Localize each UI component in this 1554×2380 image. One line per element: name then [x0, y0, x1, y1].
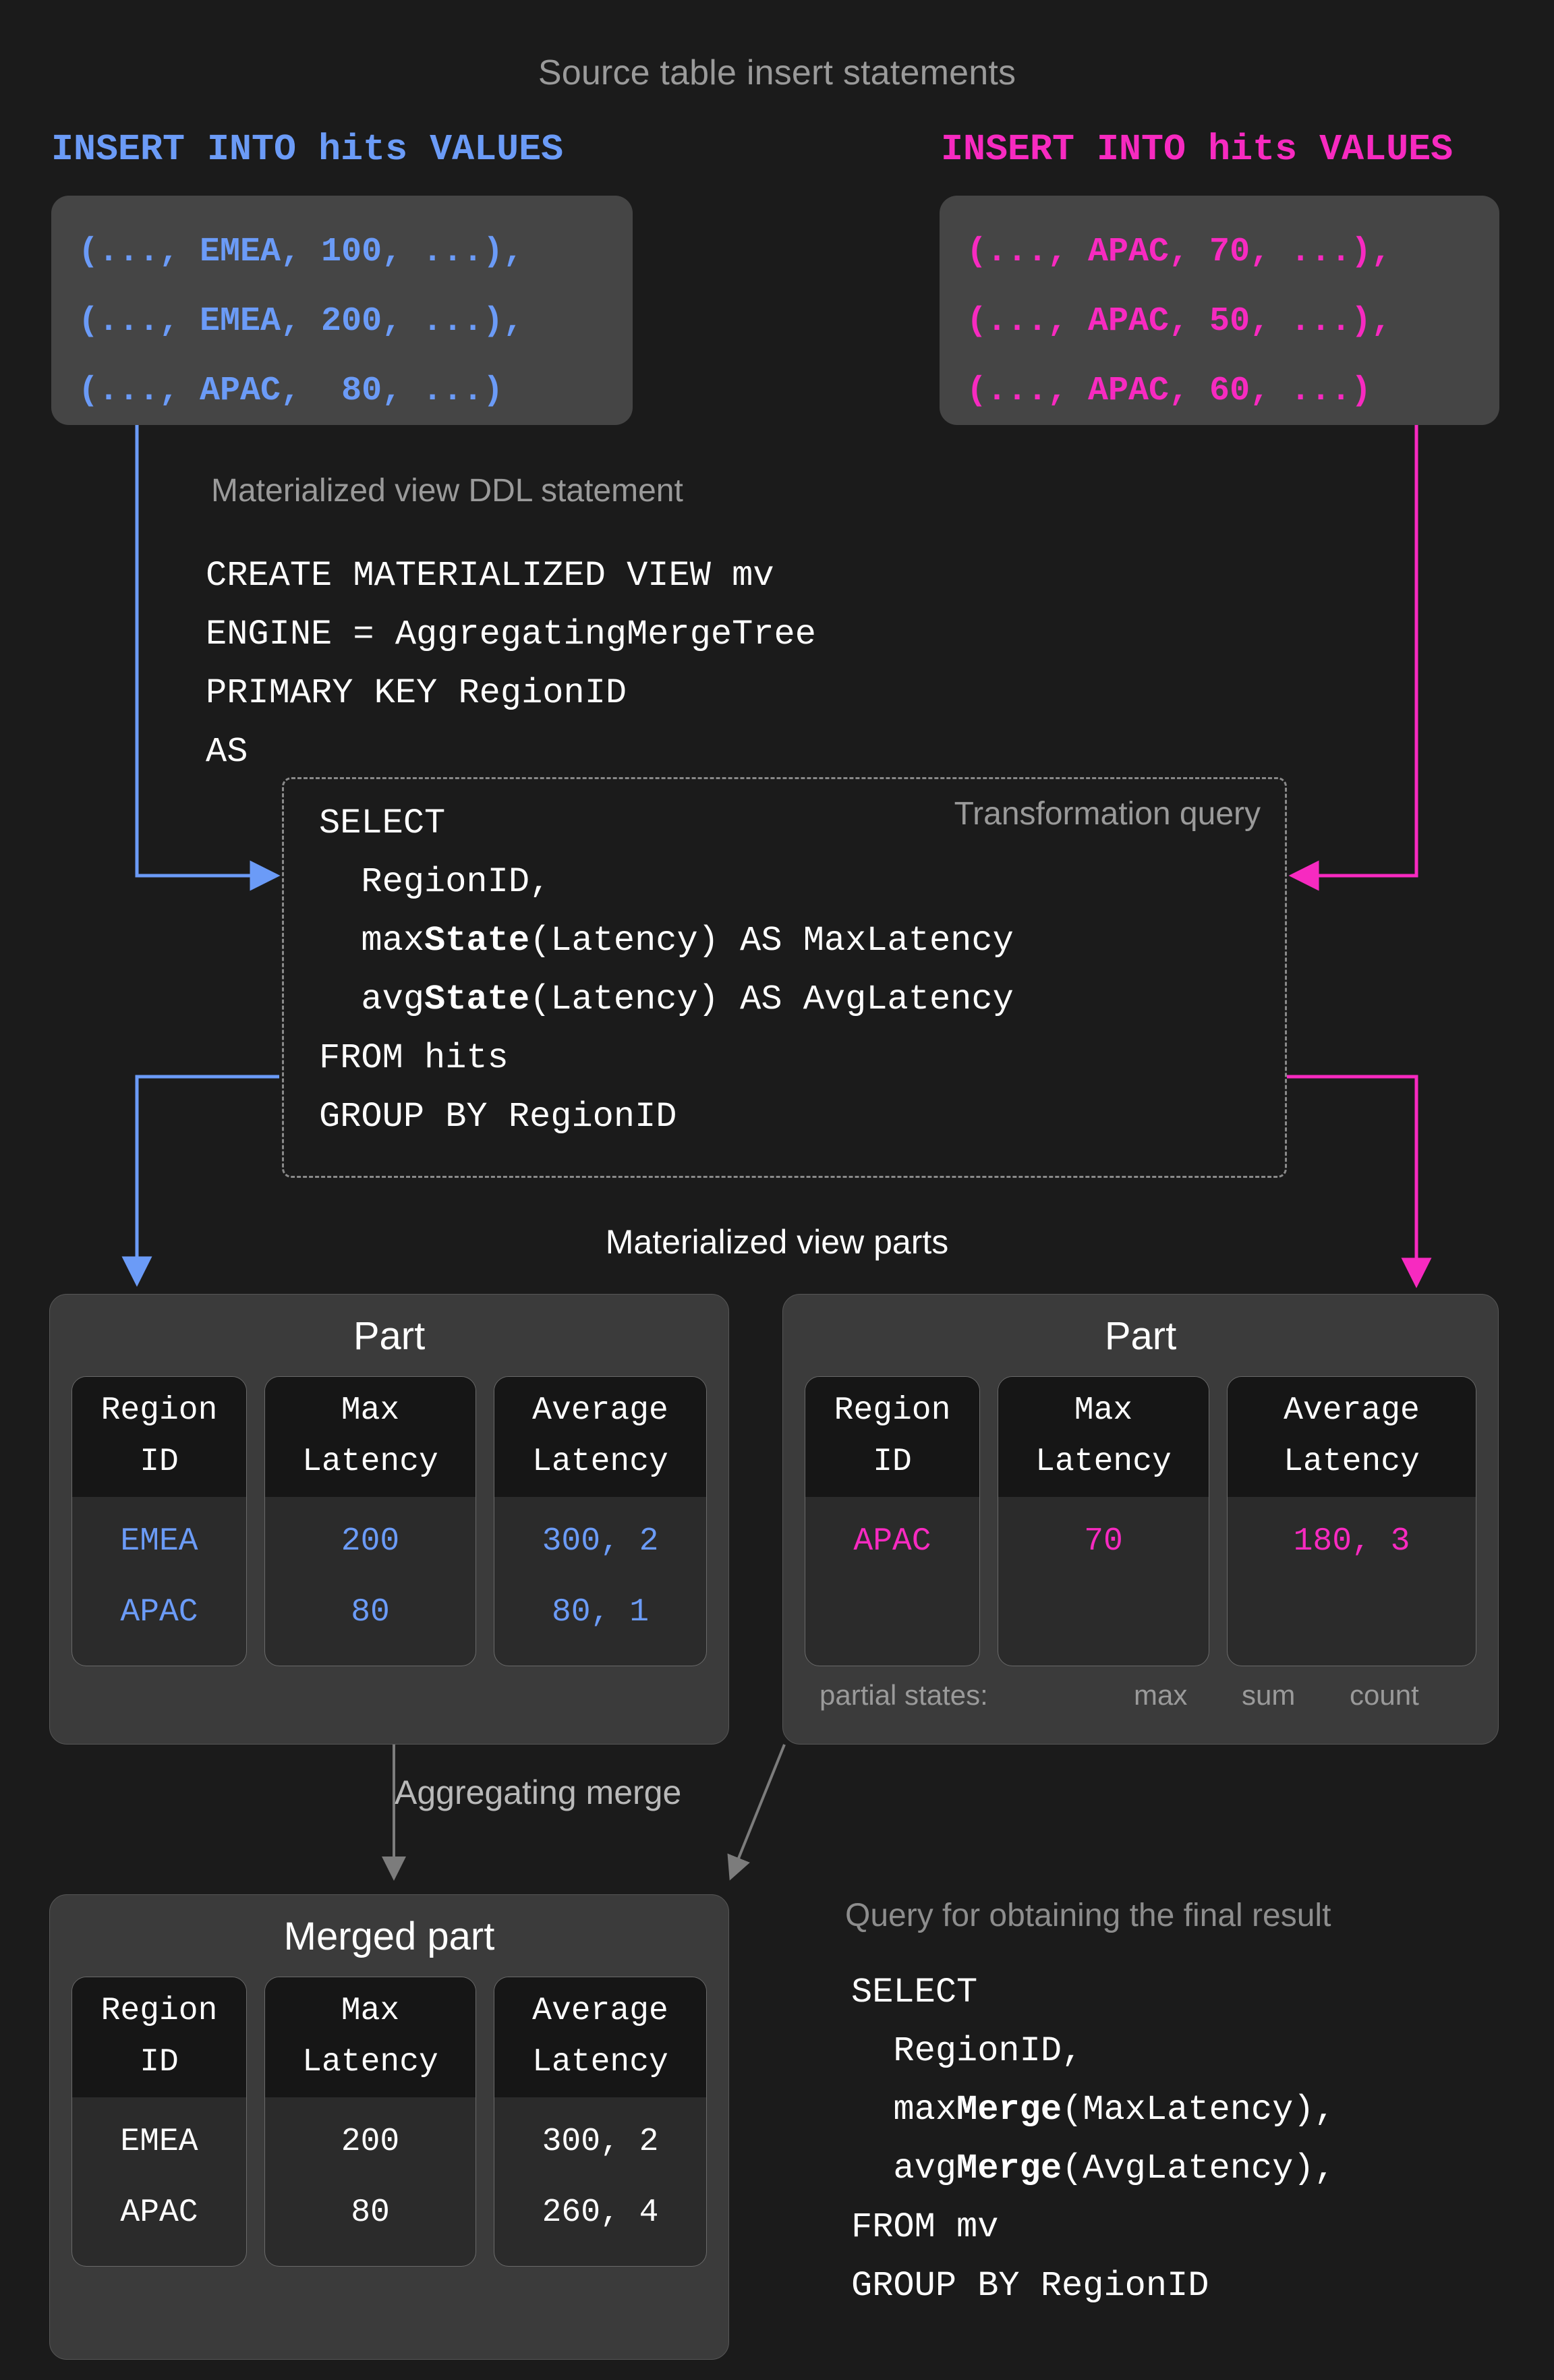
cell: EMEA — [120, 1523, 198, 1560]
mv-ddl-code: CREATE MATERIALIZED VIEW mv ENGINE = Agg… — [206, 546, 816, 781]
mv-ddl-label: Materialized view DDL statement — [211, 473, 683, 509]
cell: 260, 4 — [542, 2194, 659, 2231]
insert-row: (..., APAC, 70, ...), — [967, 233, 1392, 271]
part-title: Part — [353, 1314, 426, 1358]
aggregating-merge-label: Aggregating merge — [395, 1774, 682, 1811]
insert-box-left: (..., EMEA, 100, ...), (..., EMEA, 200, … — [51, 196, 633, 425]
cell: 70 — [1084, 1523, 1123, 1560]
cell: APAC — [120, 2194, 198, 2231]
wire-merge-from-right-part — [727, 1744, 786, 1881]
ddl-line: CREATE MATERIALIZED VIEW mv — [206, 556, 774, 596]
column-body: 300, 2 80, 1 — [494, 1497, 706, 1666]
mv-parts-label: Materialized view parts — [605, 1223, 949, 1261]
cell: 80 — [351, 1594, 390, 1631]
transformation-query-code: SELECT RegionID, maxState(Latency) AS Ma… — [319, 794, 1014, 1146]
insert-row: (..., EMEA, 100, ...), — [78, 233, 524, 271]
cell: 80, 1 — [551, 1594, 650, 1631]
column-body: APAC — [805, 1497, 979, 1666]
cell: 80 — [351, 2194, 390, 2231]
ddl-line: PRIMARY KEY RegionID — [206, 673, 627, 713]
partial-state-max: max — [1134, 1679, 1188, 1711]
insert-row: (..., EMEA, 200, ...), — [78, 302, 524, 341]
column-body: 200 80 — [265, 1497, 476, 1666]
query-line: SELECT — [319, 803, 446, 843]
cell: EMEA — [120, 2124, 198, 2160]
query-line: maxState(Latency) AS MaxLatency — [319, 921, 1014, 961]
final-query-label: Query for obtaining the final result — [845, 1898, 1331, 1933]
final-query-line: SELECT — [851, 1973, 978, 2012]
ddl-line: ENGINE = AggregatingMergeTree — [206, 615, 816, 654]
partial-states-row: partial states: max sum count — [810, 1671, 1485, 1725]
cell: 300, 2 — [542, 2124, 659, 2160]
cell: 300, 2 — [542, 1523, 659, 1560]
query-line: RegionID, — [319, 862, 551, 902]
final-query-line: GROUP BY RegionID — [851, 2266, 1209, 2306]
partial-states-label: partial states: — [819, 1679, 988, 1711]
partial-state-count: count — [1350, 1679, 1419, 1711]
column-body: 180, 3 — [1228, 1497, 1476, 1666]
query-line: FROM hits — [319, 1038, 509, 1078]
insert-header-left: INSERT INTO hits VALUES — [51, 128, 564, 171]
insert-row: (..., APAC, 50, ...), — [967, 302, 1392, 341]
query-line: avgState(Latency) AS AvgLatency — [319, 980, 1014, 1019]
final-query-line: FROM mv — [851, 2207, 999, 2247]
final-query-code: SELECT RegionID, maxMerge(MaxLatency), a… — [851, 1963, 1335, 2315]
cell: APAC — [853, 1523, 931, 1560]
column-body: 300, 2 260, 4 — [494, 2097, 706, 2266]
cell: APAC — [120, 1594, 198, 1631]
partial-state-sum: sum — [1242, 1679, 1296, 1711]
cell: 180, 3 — [1293, 1523, 1410, 1560]
transformation-query-label: Transformation query — [954, 796, 1261, 832]
column-body: EMEA APAC — [72, 1497, 246, 1666]
source-inserts-heading: Source table insert statements — [538, 53, 1016, 92]
final-query-line: RegionID, — [851, 2031, 1083, 2071]
wire-insert-right-to-query — [1288, 425, 1418, 891]
cell: 200 — [341, 2124, 400, 2160]
final-query-line: avgMerge(AvgLatency), — [851, 2149, 1335, 2188]
final-query-line: maxMerge(MaxLatency), — [851, 2090, 1335, 2130]
insert-box-right: (..., APAC, 70, ...), (..., APAC, 50, ..… — [940, 196, 1499, 425]
merged-part-title: Merged part — [283, 1915, 495, 1958]
transformation-query-box: Transformation query SELECT RegionID, ma… — [282, 777, 1287, 1178]
column-body: 70 — [998, 1497, 1209, 1666]
query-line: GROUP BY RegionID — [319, 1097, 677, 1137]
part-title: Part — [1104, 1314, 1177, 1358]
insert-row: (..., APAC, 60, ...) — [967, 372, 1372, 410]
cell: 200 — [341, 1523, 400, 1560]
ddl-line: AS — [206, 732, 248, 772]
column-body: EMEA APAC — [72, 2097, 246, 2266]
insert-header-right: INSERT INTO hits VALUES — [941, 128, 1454, 171]
column-body: 200 80 — [265, 2097, 476, 2266]
insert-row: (..., APAC, 80, ...) — [78, 372, 504, 410]
